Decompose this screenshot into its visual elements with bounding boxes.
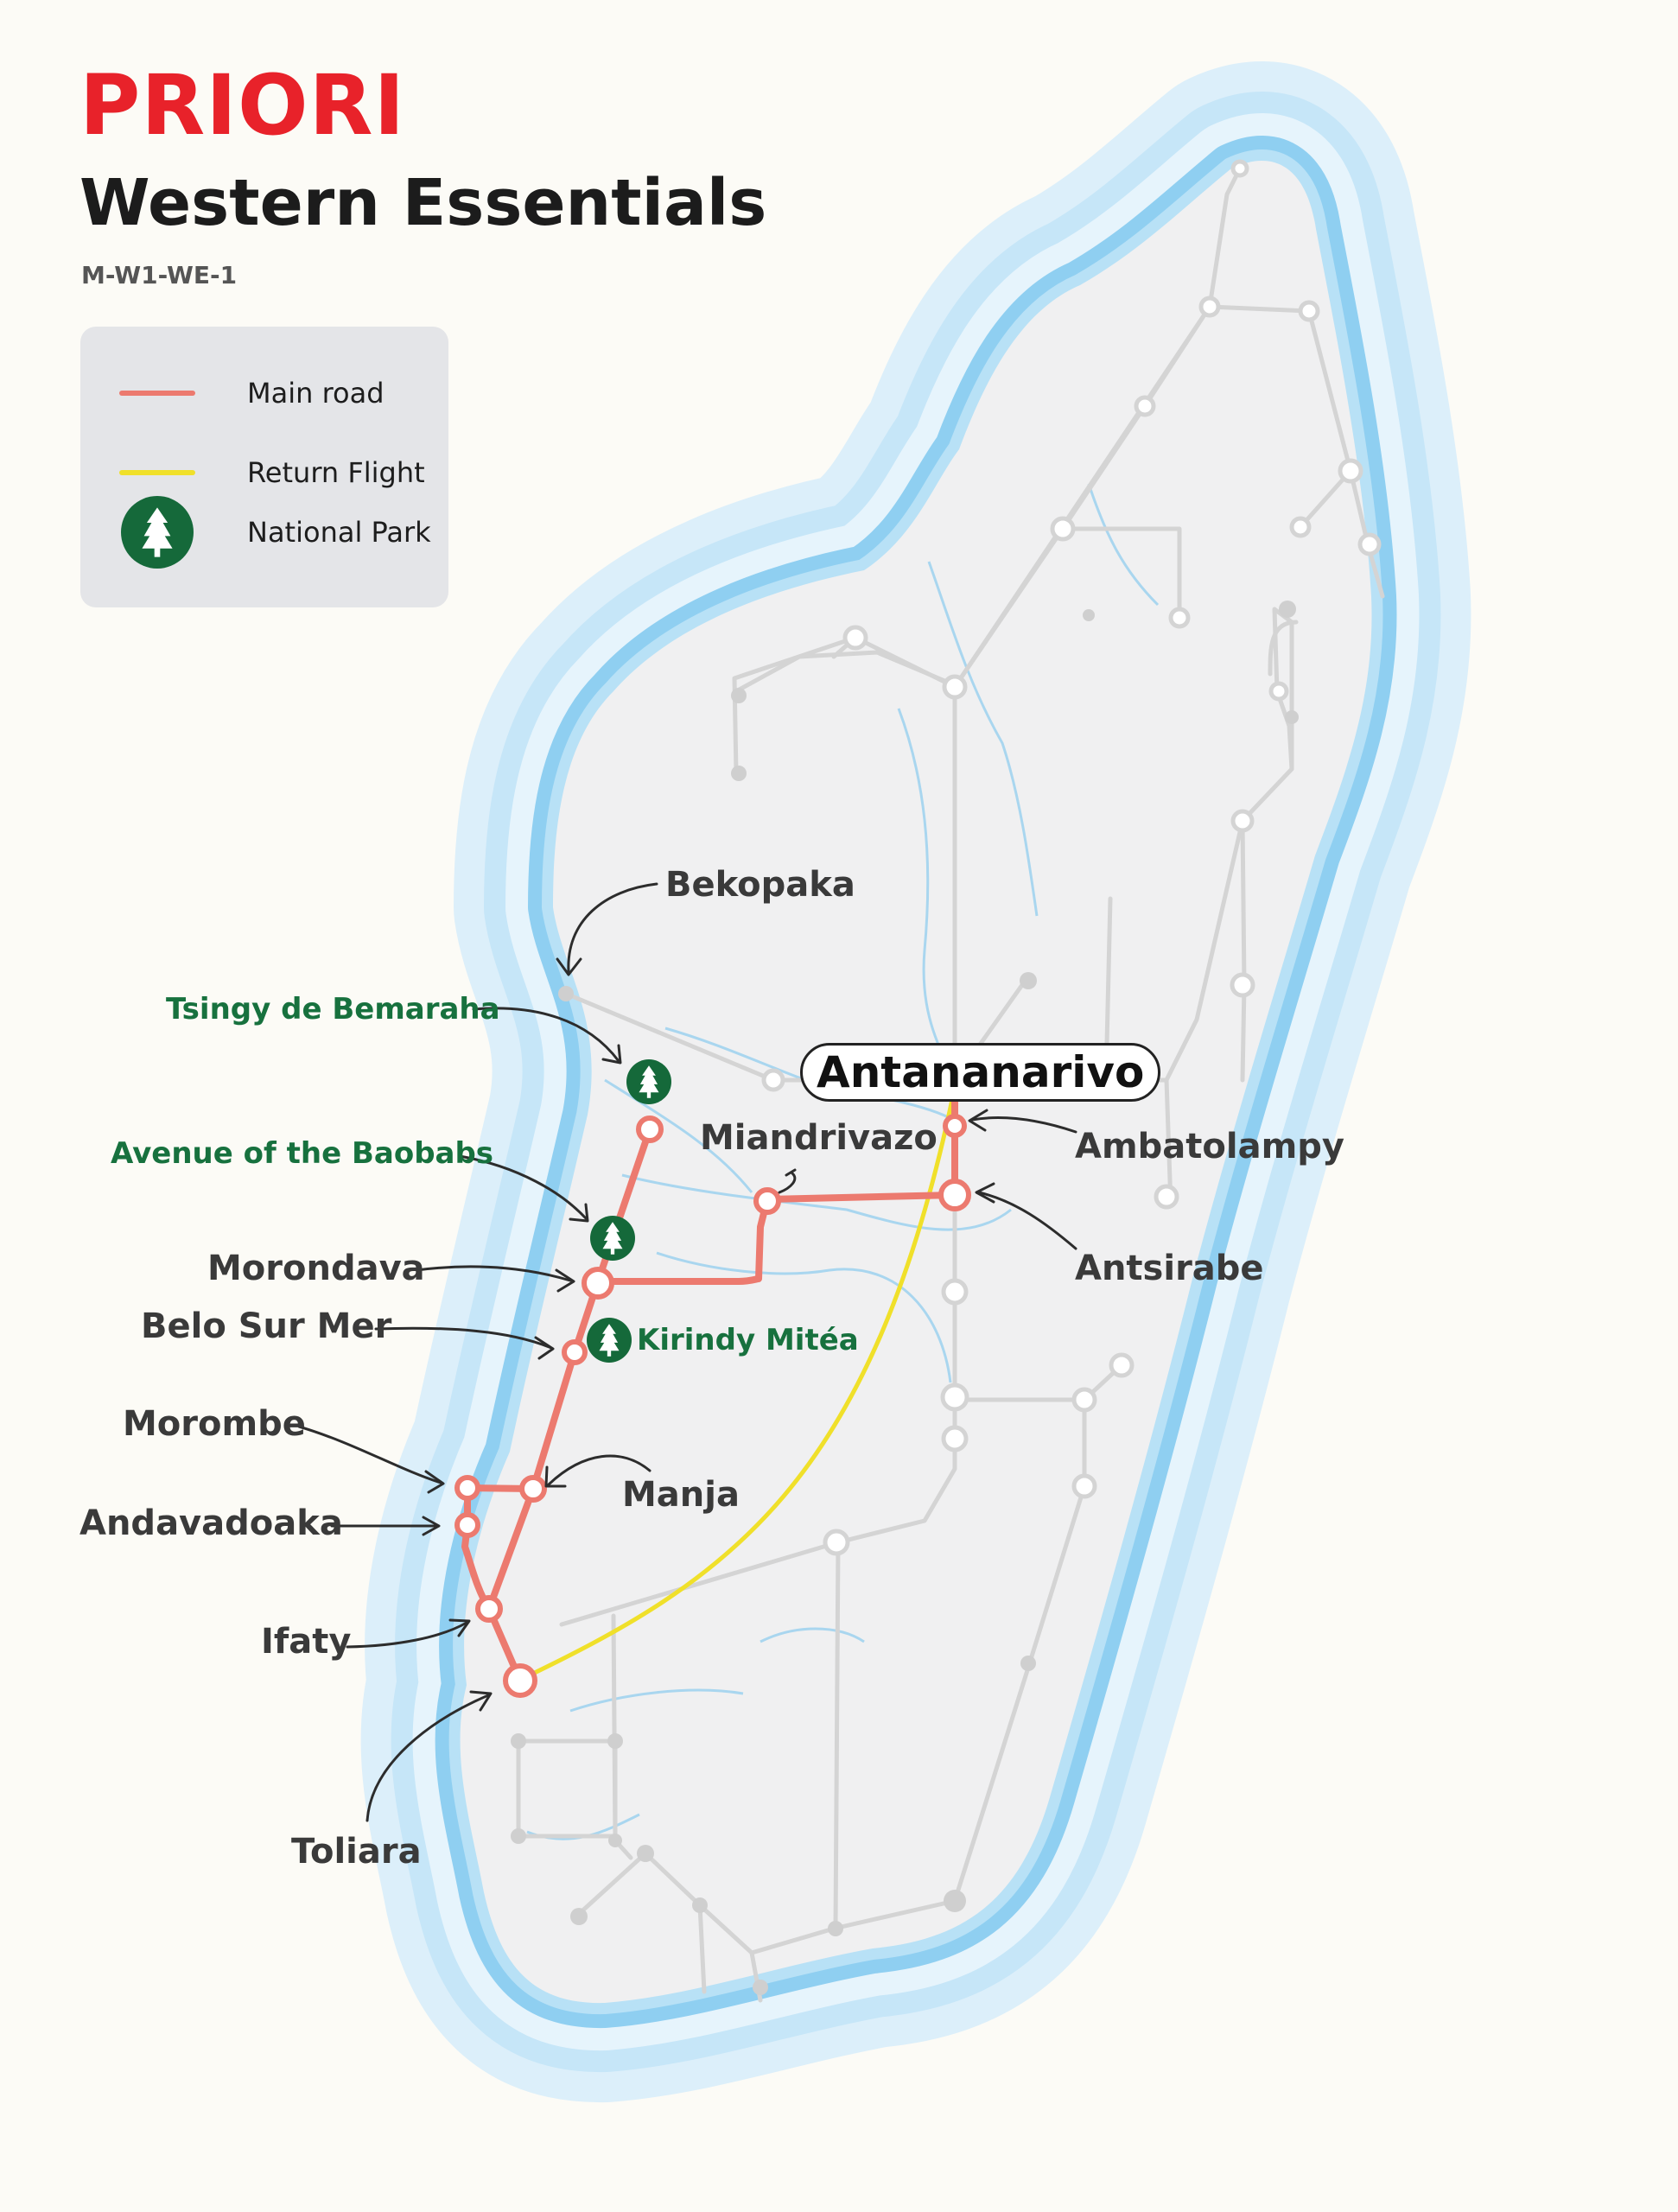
page-title: Western Essentials — [79, 166, 767, 240]
legend-label: National Park — [247, 516, 431, 549]
park-kirindy-marker[interactable] — [587, 1318, 632, 1363]
stop-antsirabe — [938, 1179, 971, 1211]
stop-andavadoaka — [454, 1512, 480, 1538]
stop-morondava — [582, 1267, 614, 1300]
minor-road-dots — [511, 601, 1299, 1995]
park-label-baobabs[interactable]: Avenue of the Baobabs — [111, 1136, 494, 1171]
stop-toliara — [503, 1663, 537, 1698]
legend-item-main-road: Main road — [119, 377, 385, 410]
town-label-antsirabe[interactable]: Antsirabe — [1075, 1249, 1264, 1288]
legend-label: Main road — [247, 377, 385, 410]
itinerary-code: M-W1-WE-1 — [81, 261, 238, 289]
park-tsingy-marker[interactable] — [626, 1059, 671, 1104]
stop-bemaraha-road — [636, 1116, 664, 1143]
legend-item-return-flight: Return Flight — [119, 456, 425, 489]
town-label-miandrivazo[interactable]: Miandrivazo — [700, 1118, 938, 1158]
stop-morombe — [454, 1475, 480, 1501]
town-label-bekopaka[interactable]: Bekopaka — [665, 865, 855, 905]
stop-antananarivo — [943, 1114, 967, 1138]
town-label-manja[interactable]: Manja — [622, 1475, 740, 1515]
rivers — [526, 483, 1160, 1840]
stop-manja — [519, 1475, 547, 1503]
stop-ifaty — [475, 1595, 503, 1623]
park-label-kirindy[interactable]: Kirindy Mitéa — [637, 1323, 859, 1357]
callout-arrows — [297, 882, 1077, 1822]
town-label-andavadoaka[interactable]: Andavadoaka — [79, 1503, 343, 1543]
park-baobabs-marker[interactable] — [590, 1216, 635, 1261]
stop-miandrivazo — [753, 1187, 781, 1215]
town-label-ambatolampy[interactable]: Ambatolampy — [1075, 1127, 1344, 1166]
town-label-belo-sur-mer[interactable]: Belo Sur Mer — [141, 1306, 392, 1346]
legend: Main road Return Flight National Park — [80, 327, 448, 607]
stop-belo-sur-mer — [562, 1339, 588, 1365]
brand-logo: PRIORI — [79, 57, 406, 154]
park-label-tsingy[interactable]: Tsingy de Bemaraha — [166, 992, 500, 1027]
capital-label-antananarivo[interactable]: Antananarivo — [800, 1043, 1161, 1102]
legend-label: Return Flight — [247, 456, 425, 489]
return-flight-swatch — [119, 470, 195, 475]
return-flight-line — [517, 1086, 957, 1683]
town-label-morombe[interactable]: Morombe — [123, 1404, 306, 1444]
town-label-ifaty[interactable]: Ifaty — [261, 1622, 352, 1662]
main-road-swatch — [119, 391, 195, 396]
main-road-stops — [454, 1114, 971, 1698]
legend-item-national-park: National Park — [119, 496, 431, 569]
tree-icon — [121, 496, 194, 569]
town-label-morondava[interactable]: Morondava — [207, 1249, 425, 1288]
town-label-toliara[interactable]: Toliara — [291, 1832, 422, 1872]
